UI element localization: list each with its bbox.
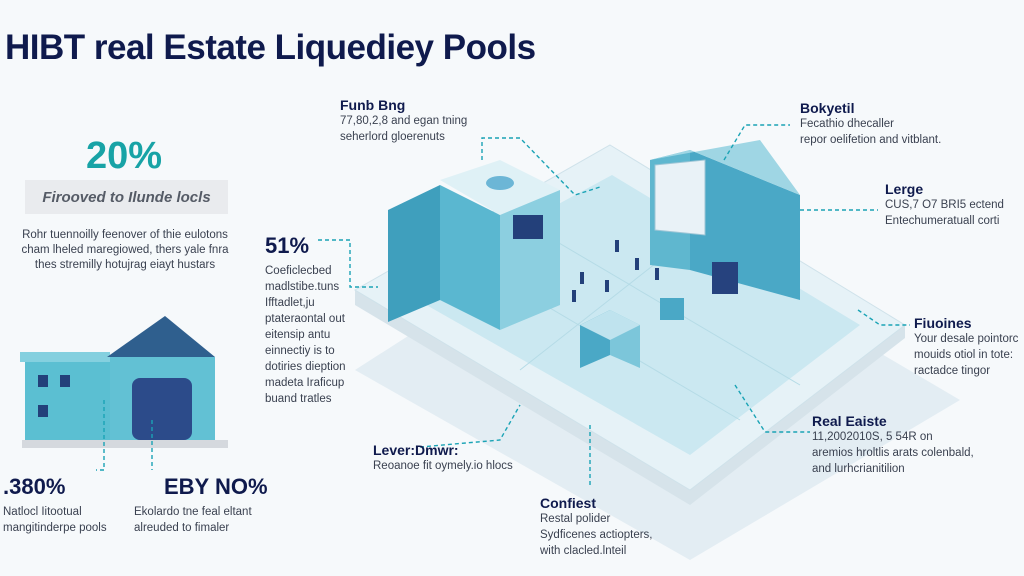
callout-heading: Funb Bng — [340, 97, 406, 113]
stat-eby: EBY NO% Ekolardo tne feal eltant alreude… — [134, 474, 268, 536]
paragraph-line: thes stremilly hotujrag eiayt hustars — [34, 259, 216, 271]
callout-heading: Real Eaiste — [812, 413, 887, 429]
left-paragraph: Rohr tuennoilly feenover of thie euloton… — [10, 228, 240, 273]
text-line: repor oelifetion and vitblant. — [800, 134, 942, 146]
callout-bokyetil: Bokyetil Fecathio dhecaller repor oelife… — [800, 100, 941, 148]
text-line: seherlord gloerenuts — [340, 131, 445, 143]
text-line: 11,2002010S, 5 54R on — [812, 431, 933, 443]
callout-funding: Funb Bng 77,80,2,8 and egan tning seherl… — [340, 97, 467, 145]
text-line: Fecathio dhecaller — [800, 118, 894, 130]
right-building — [650, 140, 800, 300]
left-house-illustration — [20, 316, 228, 448]
text-line: Entechumeratuall corti — [885, 215, 1000, 227]
paragraph-line: cham lheled maregiowed, thers yale fnra — [21, 244, 229, 256]
text-line: and lurhcrianitilion — [812, 463, 905, 475]
text-line: mouids otiol in tote: — [914, 349, 1014, 361]
text-line: Ifftadlet,ju — [265, 297, 315, 309]
text-line: madeta Iraficup — [265, 377, 345, 389]
callout-heading: Fiuoines — [914, 315, 972, 331]
stat-380: .380% Natlocl Iitootual mangitinderpe po… — [3, 474, 107, 536]
page-title: HIBT real Estate Liquediey Pools — [5, 28, 536, 67]
small-building — [580, 310, 640, 368]
stat-20-value: 20% — [86, 135, 163, 177]
callout-heading: Lerge — [885, 181, 924, 197]
callout-real-estate: Real Eaiste 11,2002010S, 5 54R on aremio… — [812, 413, 974, 477]
text-line: eitensip antu — [265, 329, 331, 341]
callout-lever: Lever:Dmwr: Reoanoe fit oymely.io hlocs — [373, 442, 513, 474]
text-line: Sydficenes actiopters, — [540, 529, 653, 541]
text-line: alreuded to fimaler — [134, 522, 230, 534]
text-line: Your desale pointorc — [914, 333, 1019, 345]
stat-380-text: Natlocl Iitootual mangitinderpe pools — [3, 504, 107, 536]
text-line: einnectiy is to — [265, 345, 335, 357]
stat-20-label: Firooved to Ilunde locls — [25, 180, 228, 214]
stat-eby-value: EBY NO% — [164, 474, 268, 499]
text-line: mangitinderpe pools — [3, 522, 107, 534]
text-line: madlstibe.tuns — [265, 281, 340, 293]
platform-side — [355, 290, 905, 505]
callout-heading: Bokyetil — [800, 100, 855, 116]
callout-confiest: Confiest Restal polider Sydficenes actio… — [540, 495, 653, 559]
callout-fiuoines: Fiuoines Your desale pointorc mouids oti… — [914, 315, 1018, 379]
text-line: Reoanoe fit oymely.io hlocs — [373, 460, 513, 472]
text-line: Restal polider — [540, 513, 611, 525]
text-line: with clacled.lnteil — [540, 545, 627, 557]
stat-51-text: Coeficlecbed madlstibe.tuns Ifftadlet,ju… — [265, 263, 346, 407]
text-line: dotiries dieption — [265, 361, 346, 373]
stat-eby-text: Ekolardo tne feal eltant alreuded to fim… — [134, 504, 268, 536]
kiosk — [660, 298, 684, 320]
text-line: aremios hroltlis arats colenbald, — [812, 447, 974, 459]
callout-heading: Confiest — [540, 495, 596, 511]
stat-51-value: 51% — [265, 233, 310, 258]
text-line: Coeficlecbed — [265, 265, 332, 277]
text-line: ptateraontal out — [265, 313, 345, 325]
text-line: Ekolardo tne feal eltant — [134, 506, 252, 518]
people — [572, 240, 659, 302]
text-line: 77,80,2,8 and egan tning — [340, 115, 468, 127]
text-line: Natlocl Iitootual — [3, 506, 82, 518]
stat-51: 51% Coeficlecbed madlstibe.tuns Ifftadle… — [265, 233, 346, 407]
paragraph-line: Rohr tuennoilly feenover of thie euloton… — [22, 229, 228, 241]
callout-lerge: Lerge CUS,7 O7 BRI5 ectend Entechumeratu… — [885, 181, 1004, 229]
stat-380-value: .380% — [3, 474, 66, 499]
connector-lines — [96, 124, 910, 485]
left-building — [388, 160, 560, 330]
text-line: ractadce tingor — [914, 365, 991, 377]
callout-heading: Lever:Dmwr: — [373, 442, 459, 458]
text-line: buand tratles — [265, 393, 332, 405]
text-line: CUS,7 O7 BRI5 ectend — [885, 199, 1004, 211]
